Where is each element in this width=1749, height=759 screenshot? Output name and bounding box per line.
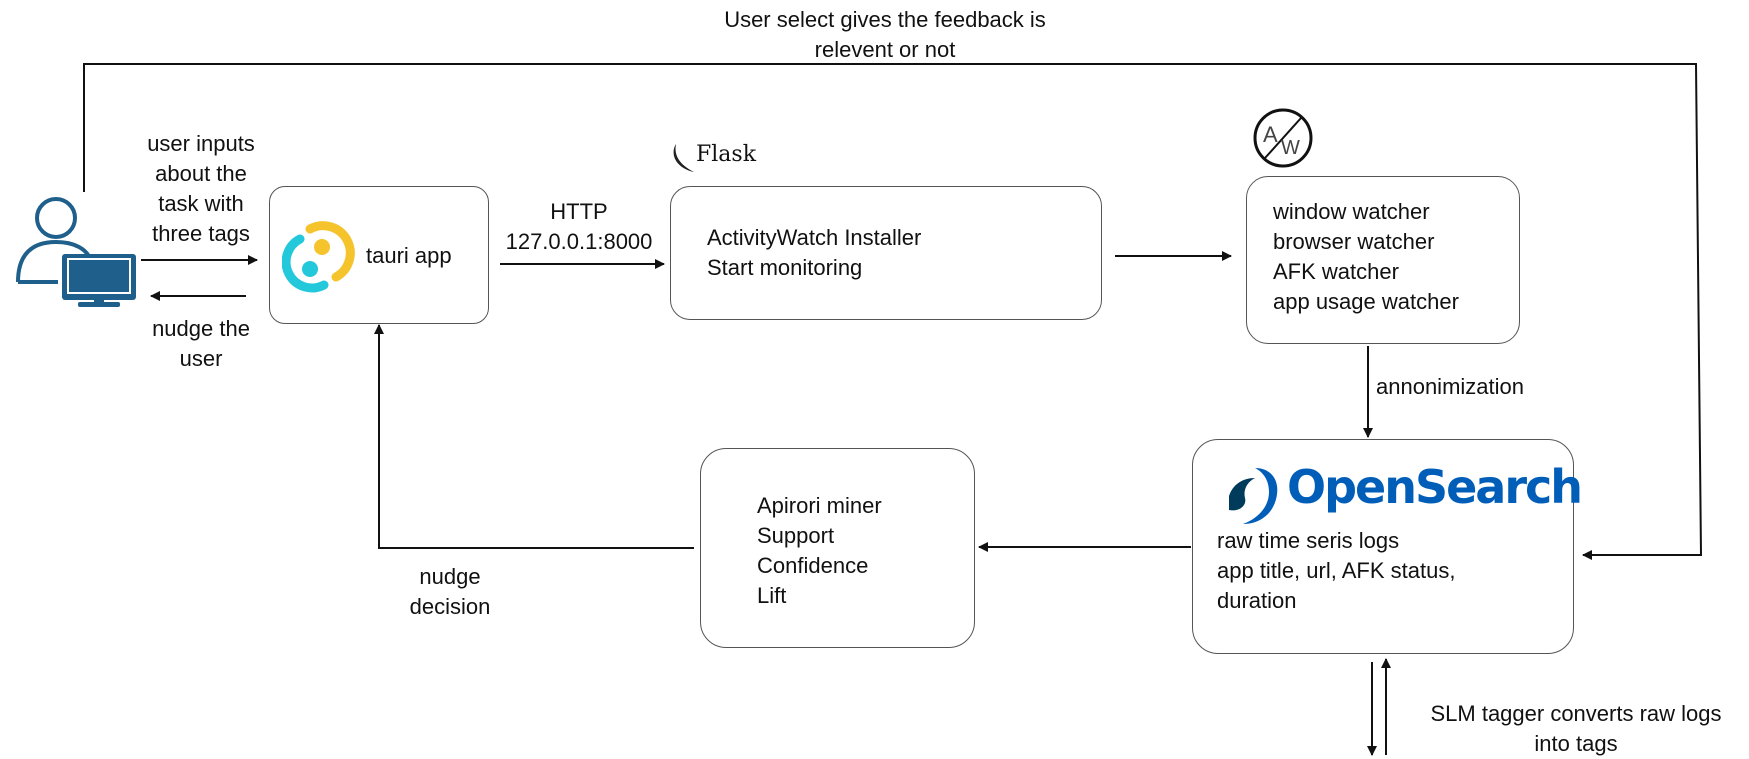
nudge-user-line: user (179, 346, 223, 371)
opensearch-line: duration (1217, 588, 1297, 613)
nudge-decision-label: nudge decision (390, 562, 510, 622)
tauri-app-label: tauri app (366, 243, 452, 268)
slm-label-line: into tags (1534, 731, 1618, 756)
nudge-user-line: nudge the (152, 316, 250, 341)
apriori-text: Apirori miner Support Confidence Lift (757, 491, 882, 611)
activitywatch-logo-icon: A W (1253, 108, 1313, 168)
feedback-label-line: relevent or not (814, 37, 956, 62)
apriori-line: Apirori miner (757, 493, 882, 518)
nudge-decision-arrow (374, 324, 694, 549)
anonymization-label: annonimization (1376, 374, 1524, 399)
tauri-app-box: tauri app (269, 186, 489, 324)
activitywatch-line: ActivityWatch Installer (707, 225, 922, 250)
nudge-user-label: nudge the user (128, 314, 274, 374)
watcher-line: browser watcher (1273, 229, 1435, 254)
user-inputs-line: three tags (152, 221, 250, 246)
user-inputs-label: user inputs about the task with three ta… (128, 129, 274, 249)
opensearch-box: OpenSearch raw time seris logs app title… (1192, 439, 1583, 654)
activitywatch-text: ActivityWatch Installer Start monitoring (707, 223, 921, 283)
flask-horn-icon (673, 144, 694, 172)
feedback-label: User select gives the feedback is releve… (680, 5, 1090, 65)
apriori-line: Confidence (757, 553, 869, 578)
opensearch-text: raw time seris logs app title, url, AFK … (1217, 526, 1455, 616)
http-label-line: HTTP (550, 199, 608, 224)
watcher-line: window watcher (1273, 199, 1430, 224)
tauri-logo-icon (282, 221, 355, 293)
apriori-line: Support (757, 523, 835, 548)
user-inputs-line: about the (155, 161, 247, 186)
nudge-decision-line: decision (409, 594, 491, 619)
apriori-box: Apirori miner Support Confidence Lift (700, 448, 975, 648)
feedback-label-line: User select gives the feedback is (724, 7, 1046, 32)
feedback-loop-arrow (83, 63, 1703, 560)
watchers-box: window watcher browser watcher AFK watch… (1246, 176, 1520, 344)
opensearch-logo-text: OpenSearch (1287, 460, 1583, 514)
opensearch-line: raw time seris logs (1217, 528, 1400, 553)
activitywatch-line: Start monitoring (707, 255, 863, 280)
apriori-line: Lift (757, 583, 787, 608)
nudge-decision-line: nudge (419, 564, 481, 589)
user-computer-icon (16, 197, 136, 307)
user-inputs-line: user inputs (147, 131, 255, 156)
watcher-line: AFK watcher (1273, 259, 1399, 284)
http-label: HTTP 127.0.0.1:8000 (490, 197, 668, 257)
watcher-line: app usage watcher (1273, 289, 1459, 314)
aw-logo-a: A (1263, 122, 1278, 147)
slm-label-line: SLM tagger converts raw logs (1430, 701, 1722, 726)
opensearch-logo-icon (1229, 468, 1278, 524)
http-label-line: 127.0.0.1:8000 (505, 229, 653, 254)
watchers-text: window watcher browser watcher AFK watch… (1273, 197, 1459, 317)
flask-logo-text: Flask (696, 142, 757, 167)
user-inputs-line: task with (158, 191, 244, 216)
opensearch-line: app title, url, AFK status, (1217, 558, 1456, 583)
slm-label: SLM tagger converts raw logs into tags (1408, 699, 1744, 759)
aw-logo-w: W (1281, 137, 1300, 159)
activitywatch-box: ActivityWatch Installer Start monitoring (670, 186, 1102, 320)
